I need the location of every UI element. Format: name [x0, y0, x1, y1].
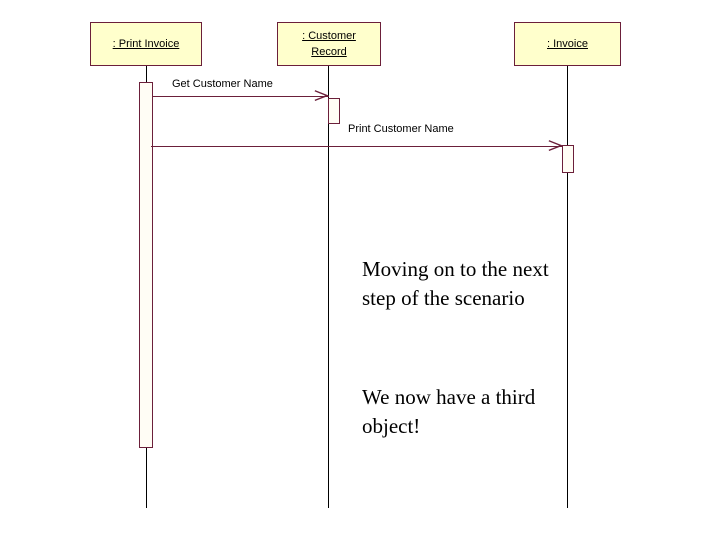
message-line-print-customer-name[interactable] — [151, 146, 563, 147]
object-label-customer-record-line2: Record — [311, 46, 347, 58]
activation-bar-customer-record[interactable] — [328, 98, 340, 124]
message-line-get-customer-name[interactable] — [153, 96, 329, 97]
message-label-print-customer-name: Print Customer Name — [348, 123, 454, 135]
lifeline-invoice — [567, 66, 568, 508]
object-label-print-invoice: : Print Invoice — [112, 38, 180, 50]
activation-bar-print-invoice[interactable] — [139, 82, 153, 448]
object-box-customer-record[interactable]: : Customer Record — [277, 22, 381, 66]
lifeline-customer-record — [328, 66, 329, 508]
object-box-print-invoice[interactable]: : Print Invoice — [90, 22, 202, 66]
activation-bar-invoice[interactable] — [562, 145, 574, 173]
object-label-customer-record-line1: : Customer — [302, 30, 356, 42]
object-box-invoice[interactable]: : Invoice — [514, 22, 621, 66]
message-label-get-customer-name: Get Customer Name — [172, 78, 273, 90]
note-third-object: We now have a third object! — [362, 385, 536, 438]
message-arrowhead-get-customer-name — [314, 90, 330, 102]
message-arrowhead-print-customer-name — [548, 140, 564, 152]
note-next-step: Moving on to the next step of the scenar… — [362, 257, 549, 310]
object-label-invoice: : Invoice — [547, 38, 588, 50]
